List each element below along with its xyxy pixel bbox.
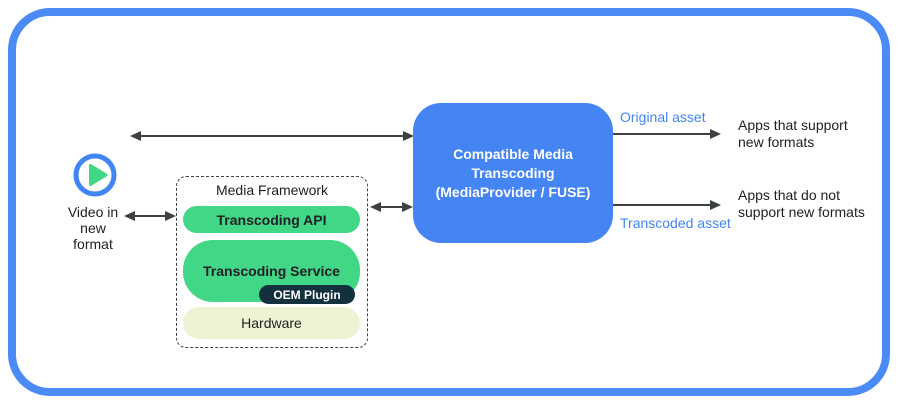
media-framework-box: Media Framework Transcoding API Transcod… [176, 176, 368, 348]
source-video-label-line: Video in [67, 204, 119, 220]
media-framework-title: Media Framework [215, 182, 329, 198]
arrow-source-to-transcoder [130, 130, 414, 141]
source-video-label-line: new [80, 220, 106, 236]
transcoder-title-line: Compatible Media [453, 145, 573, 162]
outer-rounded-frame [8, 8, 890, 396]
transcoder-title-line: Transcoding [471, 164, 555, 181]
apps-no-support-line: Apps that do not [738, 187, 840, 203]
arrow-original-asset [613, 128, 721, 139]
transcoder-title-line: (MediaProvider / FUSE) [435, 183, 591, 200]
play-icon [73, 153, 117, 197]
apps-no-support-line: support new formats [738, 204, 865, 220]
arrow-transcoded-asset [613, 199, 721, 210]
compatible-media-transcoding-box: Compatible Media Transcoding (MediaProvi… [413, 103, 613, 243]
transcoding-api-pill: Transcoding API [183, 206, 360, 233]
arrow-source-to-framework [124, 210, 176, 221]
apps-support-line: new formats [738, 134, 815, 150]
oem-plugin-pill: OEM Plugin [259, 285, 355, 304]
transcoding-service-label: Transcoding Service [203, 263, 340, 279]
transcoded-asset-label: Transcoded asset [620, 215, 731, 231]
transcoding-service-pill: Transcoding Service OEM Plugin [183, 240, 360, 304]
oem-plugin-label: OEM Plugin [273, 287, 341, 302]
apps-support-label: Apps that support new formats [738, 117, 848, 151]
apps-no-support-label: Apps that do not support new formats [738, 187, 865, 221]
source-video-label-line: format [73, 236, 113, 252]
transcoding-api-label: Transcoding API [216, 211, 327, 228]
apps-support-line: Apps that support [738, 117, 848, 133]
source-video-label: Video in new format [51, 204, 135, 252]
hardware-label: Hardware [241, 315, 302, 331]
arrow-framework-to-transcoder [370, 201, 413, 212]
hardware-pill: Hardware [183, 307, 360, 339]
original-asset-label: Original asset [620, 109, 706, 125]
